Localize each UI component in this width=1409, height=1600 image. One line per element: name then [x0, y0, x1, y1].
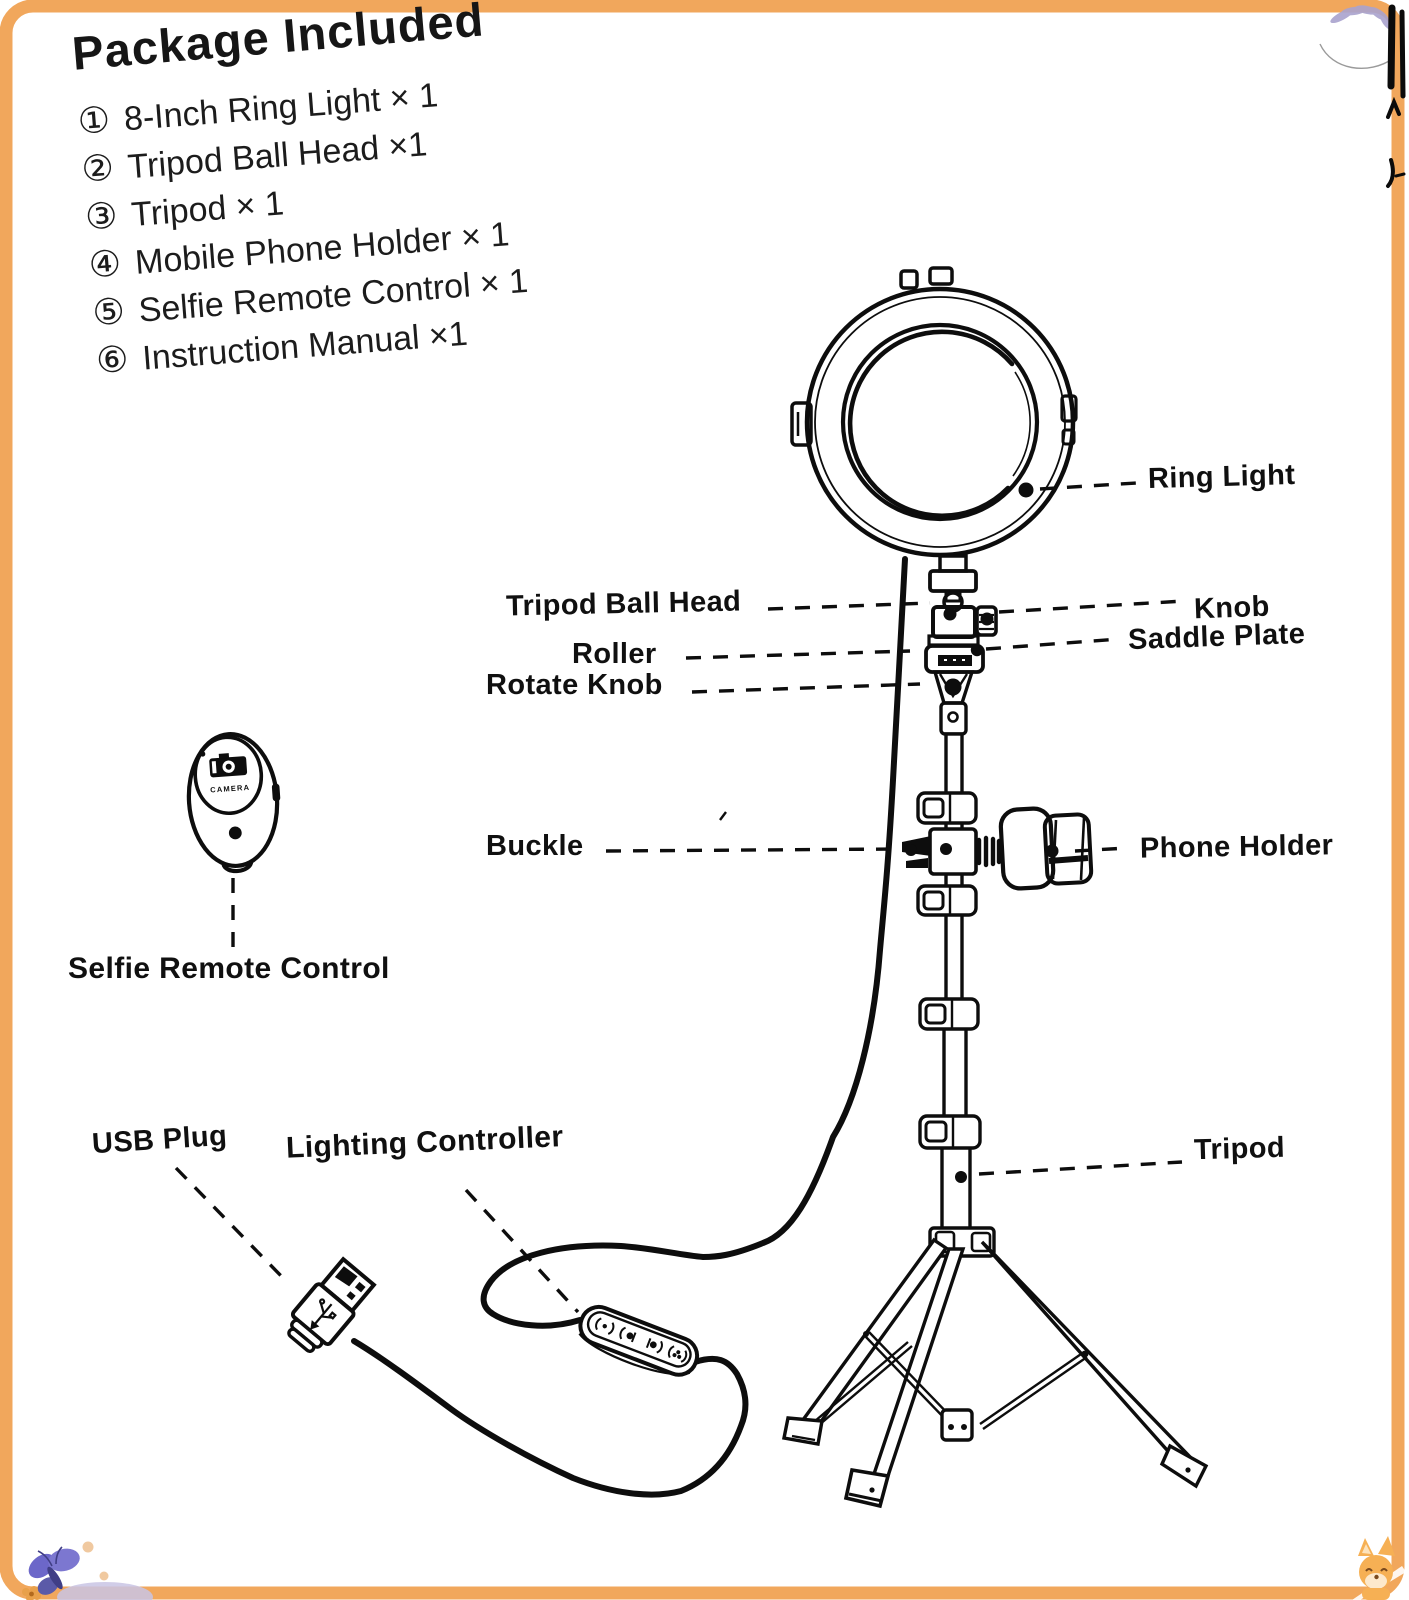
power-cable-illustration — [351, 556, 908, 1498]
lighting-controller-callout-line — [464, 1188, 580, 1314]
callout-dots — [905, 482, 1059, 1183]
callout-label-tripod-ball-head: Tripod Ball Head — [505, 585, 742, 623]
usb-plug-callout-line — [174, 1166, 288, 1283]
ball-head-illustration — [924, 554, 998, 736]
tripod-callout-line — [978, 1160, 1183, 1176]
list-item-number: ② — [79, 146, 116, 190]
callout-label-phone-holder: Phone Holder — [1139, 829, 1334, 865]
fox-decoration — [1352, 1536, 1406, 1600]
callout-label-rotate-knob: Rotate Knob — [486, 669, 663, 701]
list-item-number: ⑤ — [90, 289, 127, 334]
power-icon — [595, 1317, 615, 1335]
camera-icon — [209, 753, 248, 778]
ring-light-illustration — [790, 266, 1078, 558]
rotate-knob-illustration — [932, 670, 975, 705]
callout-label-selfie-remote-control: Selfie Remote Control — [68, 952, 390, 985]
rotate-knob-callout-line — [691, 682, 921, 694]
list-item-number: ④ — [87, 242, 123, 286]
list-item-number: ① — [76, 98, 112, 142]
list-item-label: Tripod × 1 — [129, 184, 286, 235]
callout-label-saddle-plate: Saddle Plate — [1127, 617, 1306, 657]
buckle-illustration-2 — [916, 884, 978, 917]
callout-label-buckle: Buckle — [486, 830, 584, 862]
leaf-decoration — [1330, 5, 1392, 30]
flower-decoration — [22, 1586, 41, 1600]
leaf-stem-line — [1319, 43, 1395, 70]
buckle-illustration-4 — [918, 1114, 982, 1150]
phone-holder-callout-line — [1074, 846, 1129, 853]
tripod-ball-head-callout-line — [767, 601, 931, 611]
cropped-art-marks — [1386, 4, 1406, 188]
roller-callout-line — [685, 649, 911, 660]
lighting-controller-illustration — [578, 1304, 700, 1377]
butterfly-decoration — [22, 1541, 153, 1600]
callout-label-tripod: Tripod — [1193, 1131, 1286, 1167]
list-item-number: ⑥ — [94, 337, 130, 382]
callout-label-ring-light: Ring Light — [1147, 458, 1296, 496]
saddle-plate-callout-line — [985, 637, 1121, 651]
callout-label-roller: Roller — [572, 638, 657, 670]
list-item-number: ③ — [83, 194, 119, 238]
buckle-illustration-3 — [918, 997, 980, 1031]
knob-callout-line — [998, 599, 1185, 614]
pole-buckles — [916, 791, 982, 1150]
buckle-illustration-1 — [916, 791, 978, 825]
mode-icon — [667, 1345, 688, 1363]
usb-trident-icon — [310, 1298, 337, 1330]
phone-holder-illustration — [902, 806, 1094, 891]
brightness-up-icon — [645, 1337, 663, 1354]
remote-camera-label: CAMERA — [210, 783, 251, 795]
callout-lines — [174, 481, 1185, 1314]
brightness-down-icon — [619, 1326, 637, 1343]
buckle-callout-line — [605, 847, 901, 853]
usb-plug-illustration — [287, 1256, 377, 1353]
controller-buttons — [595, 1317, 688, 1363]
selfie-remote-illustration: CAMERA — [186, 731, 281, 874]
tripod-base-illustration — [781, 1226, 1209, 1509]
stray-mark — [719, 811, 727, 821]
